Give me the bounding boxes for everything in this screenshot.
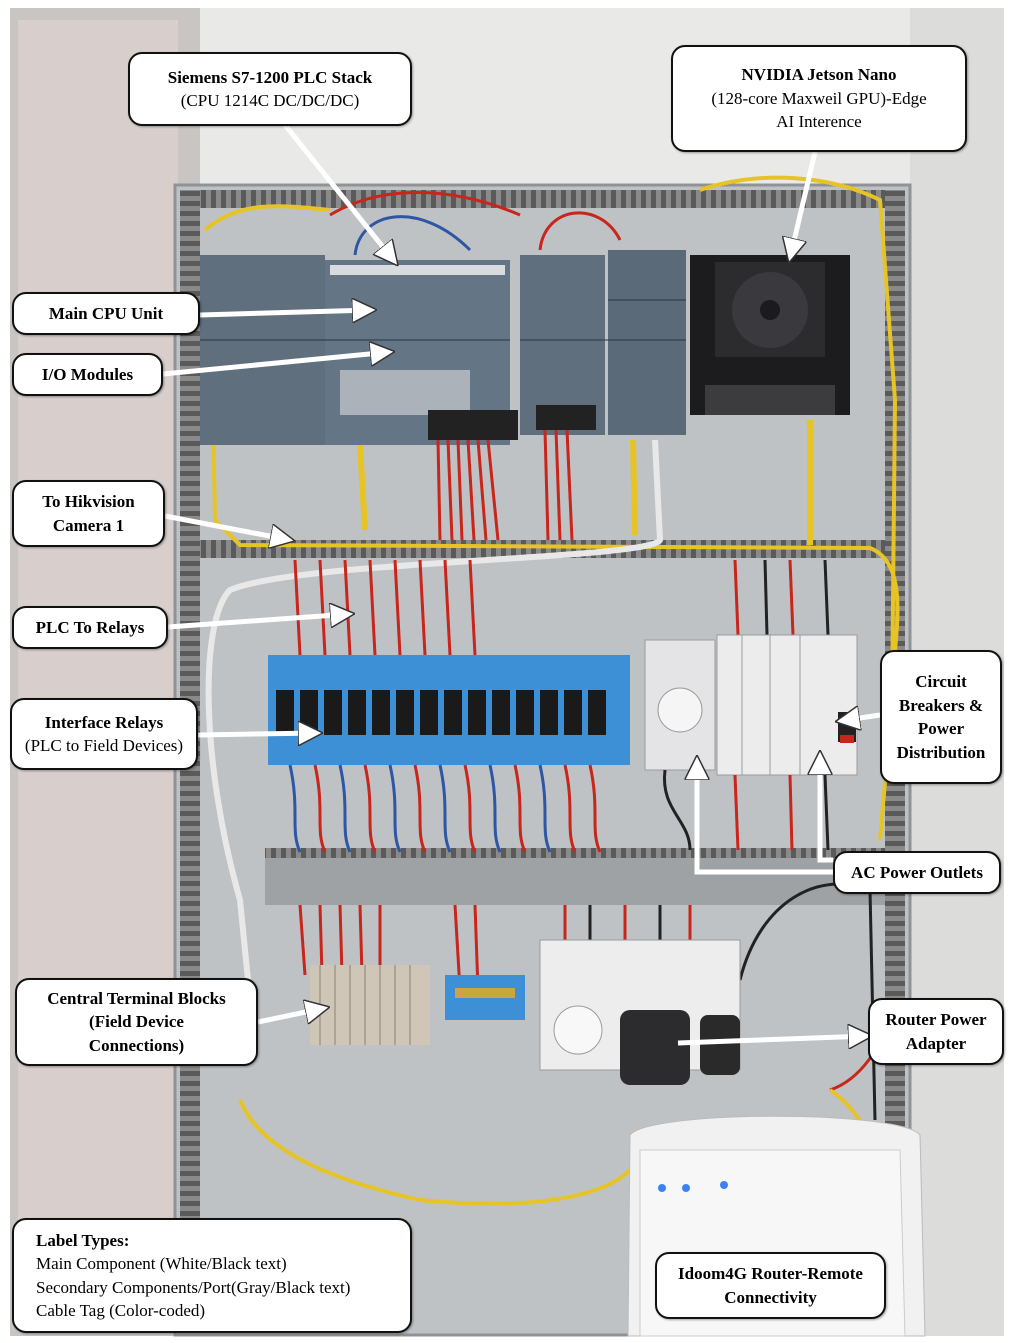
label-main-cpu-title: Main CPU Unit <box>48 303 164 323</box>
label-interface-relays: Interface Relays (PLC to Field Devices) <box>10 698 198 770</box>
label-io-modules-title: I/O Modules <box>41 364 134 384</box>
lower-cable-duct <box>265 855 885 905</box>
plc-power-module <box>200 255 325 445</box>
label-breakers-line1: Circuit <box>915 672 967 691</box>
label-router-line1: Idoom4G Router-Remote <box>678 1264 863 1283</box>
label-breakers-line3: Power <box>917 719 965 738</box>
label-terminal-blocks: Central Terminal Blocks (Field Device Co… <box>15 978 258 1066</box>
label-router-power-line2: Adapter <box>905 1033 967 1053</box>
arrow-ac-outlets <box>697 755 833 875</box>
label-io-modules: I/O Modules <box>12 353 163 396</box>
router-power-adapter <box>620 1010 690 1085</box>
terminal-blocks <box>310 965 430 1045</box>
legend-label-types: Label Types: Main Component (White/Black… <box>12 1218 412 1333</box>
label-router-power-line1: Router Power <box>885 1010 987 1029</box>
label-plc-stack-subtitle: (CPU 1214C DC/DC/DC) <box>180 91 360 110</box>
arrow-plc-stack <box>283 123 395 262</box>
arrow-router-power <box>677 1036 868 1043</box>
arrow-jetson <box>790 151 818 258</box>
label-jetson-title: NVIDIA Jetson Nano <box>741 65 897 85</box>
arrow-breakers <box>840 715 881 721</box>
plc-io-module-2 <box>608 250 686 435</box>
arrow-hikvision <box>164 513 290 540</box>
legend-item: Secondary Components/Port(Gray/Black tex… <box>36 1277 351 1297</box>
legend-item: Cable Tag (Color-coded) <box>36 1301 206 1320</box>
label-jetson-line2: (128-core Maxweil GPU)-Edge <box>711 88 927 108</box>
label-breakers-line4: Distribution <box>896 742 986 762</box>
arrow-main-cpu <box>199 310 372 315</box>
label-terminal-line1: Central Terminal Blocks <box>47 988 226 1008</box>
label-ac-power-outlets: AC Power Outlets <box>833 851 1001 894</box>
door-panel-reflection <box>18 20 178 1320</box>
circuit-breakers <box>716 634 858 776</box>
label-plc-relays-title: PLC To Relays <box>35 617 145 637</box>
label-breakers-line2: Breakers & <box>898 695 984 715</box>
camera-cable <box>205 439 664 1001</box>
label-plc-stack: Siemens S7-1200 PLC Stack (CPU 1214C DC/… <box>128 52 412 126</box>
label-plc-stack-title: Siemens S7-1200 PLC Stack <box>167 67 373 87</box>
label-hikvision-camera: To Hikvision Camera 1 <box>12 480 165 547</box>
label-hikvision-line2: Camera 1 <box>52 515 125 535</box>
label-terminal-line3: Connections) <box>88 1035 185 1055</box>
arrow-io-modules <box>162 352 390 377</box>
arrow-interface-relays <box>196 733 318 735</box>
legend-title: Label Types: <box>36 1230 130 1250</box>
label-hikvision-line1: To Hikvision <box>42 492 135 511</box>
label-main-cpu: Main CPU Unit <box>12 292 200 335</box>
label-router-power-adapter: Router Power Adapter <box>868 998 1004 1065</box>
label-jetson-line3: AI Interence <box>776 112 862 132</box>
label-router-line2: Connectivity <box>724 1287 817 1307</box>
label-jetson-nano: NVIDIA Jetson Nano (128-core Maxweil GPU… <box>671 45 967 152</box>
arrow-terminal-blocks <box>257 1008 325 1025</box>
label-terminal-line2: (Field Device <box>89 1012 184 1032</box>
label-interface-relays-subtitle: (PLC to Field Devices) <box>24 736 184 755</box>
label-circuit-breakers: Circuit Breakers & Power Distribution <box>880 650 1002 784</box>
legend-item: Main Component (White/Black text) <box>36 1254 287 1273</box>
top-cable-duct <box>180 190 905 208</box>
label-interface-relays-title: Interface Relays <box>44 712 164 732</box>
label-plc-to-relays: PLC To Relays <box>12 606 168 649</box>
arrow-plc-relays <box>167 614 350 630</box>
label-ac-outlets-title: AC Power Outlets <box>851 862 983 882</box>
label-router: Idoom4G Router-Remote Connectivity <box>655 1252 886 1319</box>
